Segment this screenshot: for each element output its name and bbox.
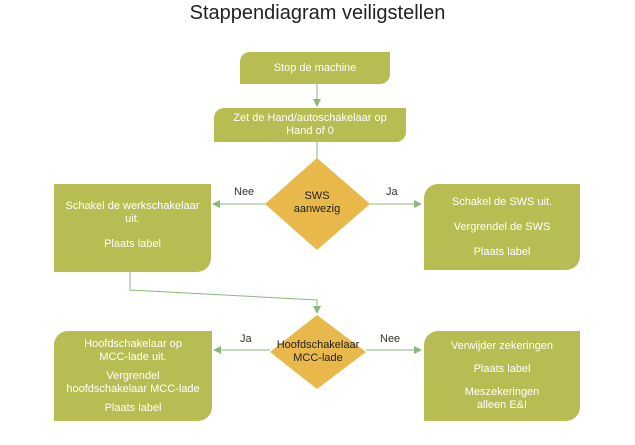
node-text: Meszekeringen: [464, 386, 540, 398]
node-hoofdschakelaar: Hoofdschakelaar op MCC-lade uit. Vergren…: [54, 331, 212, 421]
node-text: Verwijder zekeringen: [450, 340, 554, 352]
node-text: aanwezig: [293, 203, 341, 215]
node-text: Plaats label: [473, 363, 531, 375]
mcc-decision-label: Hoofdschakelaar MCC-lade: [268, 339, 368, 365]
node-text: Zet de Hand/autoschakelaar op: [233, 112, 387, 124]
node-text: Vergrendel de SWS: [453, 220, 551, 233]
node-stop-machine: Stop de machine: [240, 52, 390, 84]
sws-decision-diamond: [265, 158, 370, 250]
node-text: Plaats label: [104, 238, 161, 250]
diagram-title: Stappendiagram veiligstellen: [189, 2, 446, 24]
node-werkschakelaar: Schakel de werkschakelaar uit. Plaats la…: [54, 184, 211, 272]
node-sws-off: Schakel de SWS uit. Vergrendel de SWS Pl…: [424, 184, 580, 270]
edge-werkschakelaar-mcc: [129, 272, 321, 314]
sws-decision-label: SWS aanwezig: [272, 190, 362, 216]
edge-label-mcc-nee: Nee: [380, 333, 401, 345]
node-text: Plaats label: [104, 401, 162, 414]
node-text: MCC-lade: [293, 352, 343, 364]
node-text: uit.: [125, 213, 140, 225]
node-text: Schakel de SWS uit.: [451, 195, 553, 208]
node-hand-auto-switch: Zet de Hand/autoschakelaar op Hand of 0: [214, 108, 406, 142]
node-text: alleen E&I: [476, 399, 528, 411]
edge-label-sws-nee: Nee: [234, 186, 255, 198]
node-text: Plaats label: [473, 245, 531, 258]
node-text: MCC-lade uit.: [99, 350, 167, 363]
node-text: Hoofdschakelaar op: [84, 337, 182, 350]
edge-label-sws-ja: Ja: [386, 186, 398, 198]
node-zekeringen: Verwijder zekeringen Plaats label Meszek…: [424, 331, 580, 421]
node-text: Stop de machine: [273, 61, 357, 74]
node-text: Hoofdschakelaar: [276, 339, 360, 351]
node-text: Hand of 0: [286, 125, 334, 137]
edge-label-mcc-ja: Ja: [240, 333, 252, 345]
node-text: Vergrendel: [106, 369, 160, 382]
mcc-decision-diamond: [270, 315, 366, 389]
node-text: hoofdschakelaar MCC-lade: [66, 382, 200, 395]
node-text: Schakel de werkschakelaar: [65, 200, 200, 212]
node-text: SWS: [304, 190, 330, 202]
